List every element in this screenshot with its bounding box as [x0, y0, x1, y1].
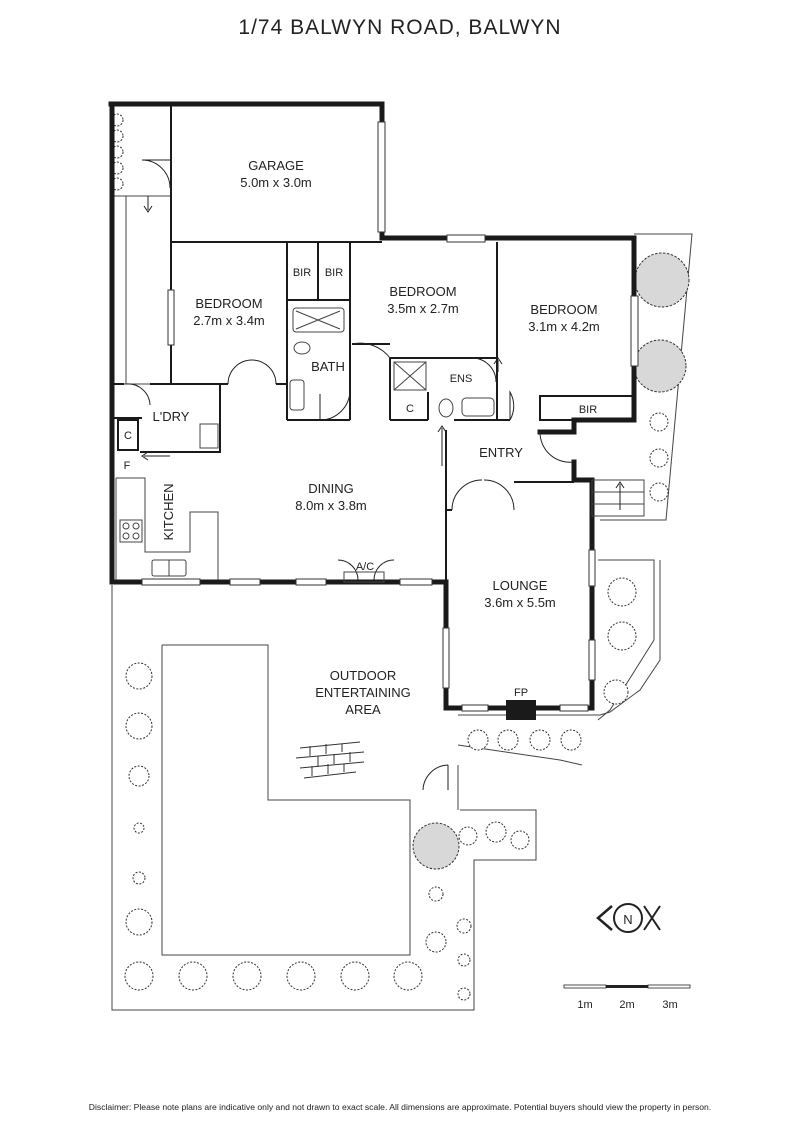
north-arrow-icon: N [623, 912, 632, 927]
bathtub-icon [292, 307, 345, 333]
basin-icon [289, 379, 305, 411]
exterior-walls [108, 101, 637, 711]
garage-dims: 5.0m x 3.0m [240, 175, 312, 190]
toilet-icon [438, 398, 454, 418]
tree-icon [412, 822, 460, 870]
fireplace-icon [506, 700, 536, 720]
dining-name: DINING [308, 481, 354, 496]
outdoor-line2: ENTERTAINING [315, 685, 411, 700]
scale-3m: 3m [662, 999, 677, 1011]
shower-icon [393, 361, 427, 391]
doors [125, 159, 645, 791]
windows [141, 121, 639, 712]
basin-icon [461, 397, 495, 417]
bedroom1-name: BEDROOM [195, 296, 262, 311]
laundry-label: L'DRY [153, 409, 190, 424]
fridge-label: F [124, 460, 131, 472]
bath-label: BATH [311, 359, 345, 374]
cupboard2-label: C [124, 430, 132, 442]
tree-icon [634, 252, 690, 308]
bedroom1-dims: 2.7m x 3.4m [193, 313, 265, 328]
bedroom3-dims: 3.1m x 4.2m [528, 319, 600, 334]
laundry-tub-icon [199, 423, 219, 449]
entry-label: ENTRY [479, 445, 523, 460]
scale-bar: 1m 2m 3m [563, 984, 691, 1011]
outdoor-line1: OUTDOOR [330, 668, 396, 683]
garden-plants [110, 113, 690, 1001]
lounge-dims: 3.6m x 5.5m [484, 595, 556, 610]
scale-1m: 1m [577, 999, 592, 1011]
lounge-name: LOUNGE [493, 578, 548, 593]
bbq-brick-icon [295, 741, 365, 779]
toilet-icon [293, 341, 311, 355]
disclaimer-text: Disclaimer: Please note plans are indica… [88, 1102, 712, 1112]
compass: N [596, 903, 661, 933]
bedroom2-dims: 3.5m x 2.7m [387, 301, 459, 316]
fireplace-label: FP [514, 687, 528, 699]
kitchen-label: KITCHEN [161, 483, 176, 540]
interior-walls [112, 104, 635, 582]
cooktop-icon [119, 519, 143, 543]
fixtures [119, 307, 536, 720]
aircon-label: A/C [356, 561, 374, 573]
outdoor-line3: AREA [345, 702, 381, 717]
cupboard1-label: C [406, 403, 414, 415]
bir2-label: BIR [325, 267, 343, 279]
bir3-label: BIR [579, 404, 597, 416]
garage-name: GARAGE [248, 158, 304, 173]
plan-title: 1/74 BALWYN ROAD, BALWYN [238, 16, 562, 39]
scale-2m: 2m [619, 999, 634, 1011]
aircon-unit-icon [343, 571, 385, 583]
ens-label: ENS [450, 373, 473, 385]
bedroom3-name: BEDROOM [530, 302, 597, 317]
tree-icon [633, 339, 687, 393]
bir1-label: BIR [293, 267, 311, 279]
bedroom2-name: BEDROOM [389, 284, 456, 299]
room-labels: GARAGE 5.0m x 3.0m BEDROOM 2.7m x 3.4m B… [124, 158, 600, 717]
dining-dims: 8.0m x 3.8m [295, 498, 367, 513]
